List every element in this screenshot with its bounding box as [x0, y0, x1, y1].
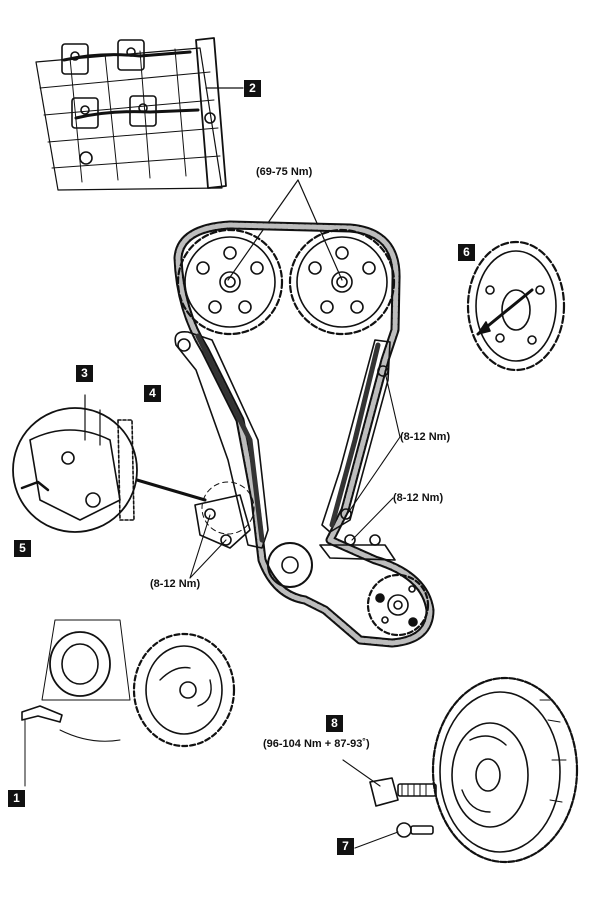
callout-3: 3 — [76, 365, 93, 382]
camshaft-assembly — [35, 37, 244, 191]
callout-4: 4 — [144, 385, 161, 402]
harmonic-balancer — [431, 676, 579, 864]
torque-right-guide-upper: (8-12 Nm) — [400, 431, 451, 443]
exhaust-cam-sprocket — [288, 228, 396, 336]
cam-phaser — [466, 240, 566, 372]
callout-6: 6 — [458, 244, 475, 261]
callout-2: 2 — [244, 80, 261, 97]
idler-sprocket — [267, 542, 313, 588]
callout-8: 8 — [326, 715, 343, 732]
torque-camshaft-sprockets: (69-75 Nm) — [256, 166, 313, 178]
callout-5: 5 — [14, 540, 31, 557]
intake-cam-sprocket — [176, 228, 284, 336]
camshaft-locking-tool-outline — [195, 37, 227, 189]
timing-chain — [173, 220, 435, 648]
crank-locking-pin — [21, 705, 63, 723]
fixed-guide — [321, 339, 391, 533]
torque-crank-pulley-bolt: (96-104 Nm + 87-93˚) — [263, 738, 370, 750]
tensioner-detail-inset — [12, 394, 207, 533]
lower-guide — [319, 534, 396, 561]
tensioner-guide — [174, 330, 269, 549]
crank-pulley-bolt — [342, 759, 437, 807]
balancer-bolt — [354, 822, 434, 849]
callout-7: 7 — [337, 838, 354, 855]
torque-right-guide-lower: (8-12 Nm) — [393, 492, 444, 504]
callout-1: 1 — [8, 790, 25, 807]
torque-left-guide: (8-12 Nm) — [150, 578, 201, 590]
crankshaft-sprocket — [366, 573, 430, 637]
crankshaft-pulley-lower-left — [21, 619, 236, 787]
